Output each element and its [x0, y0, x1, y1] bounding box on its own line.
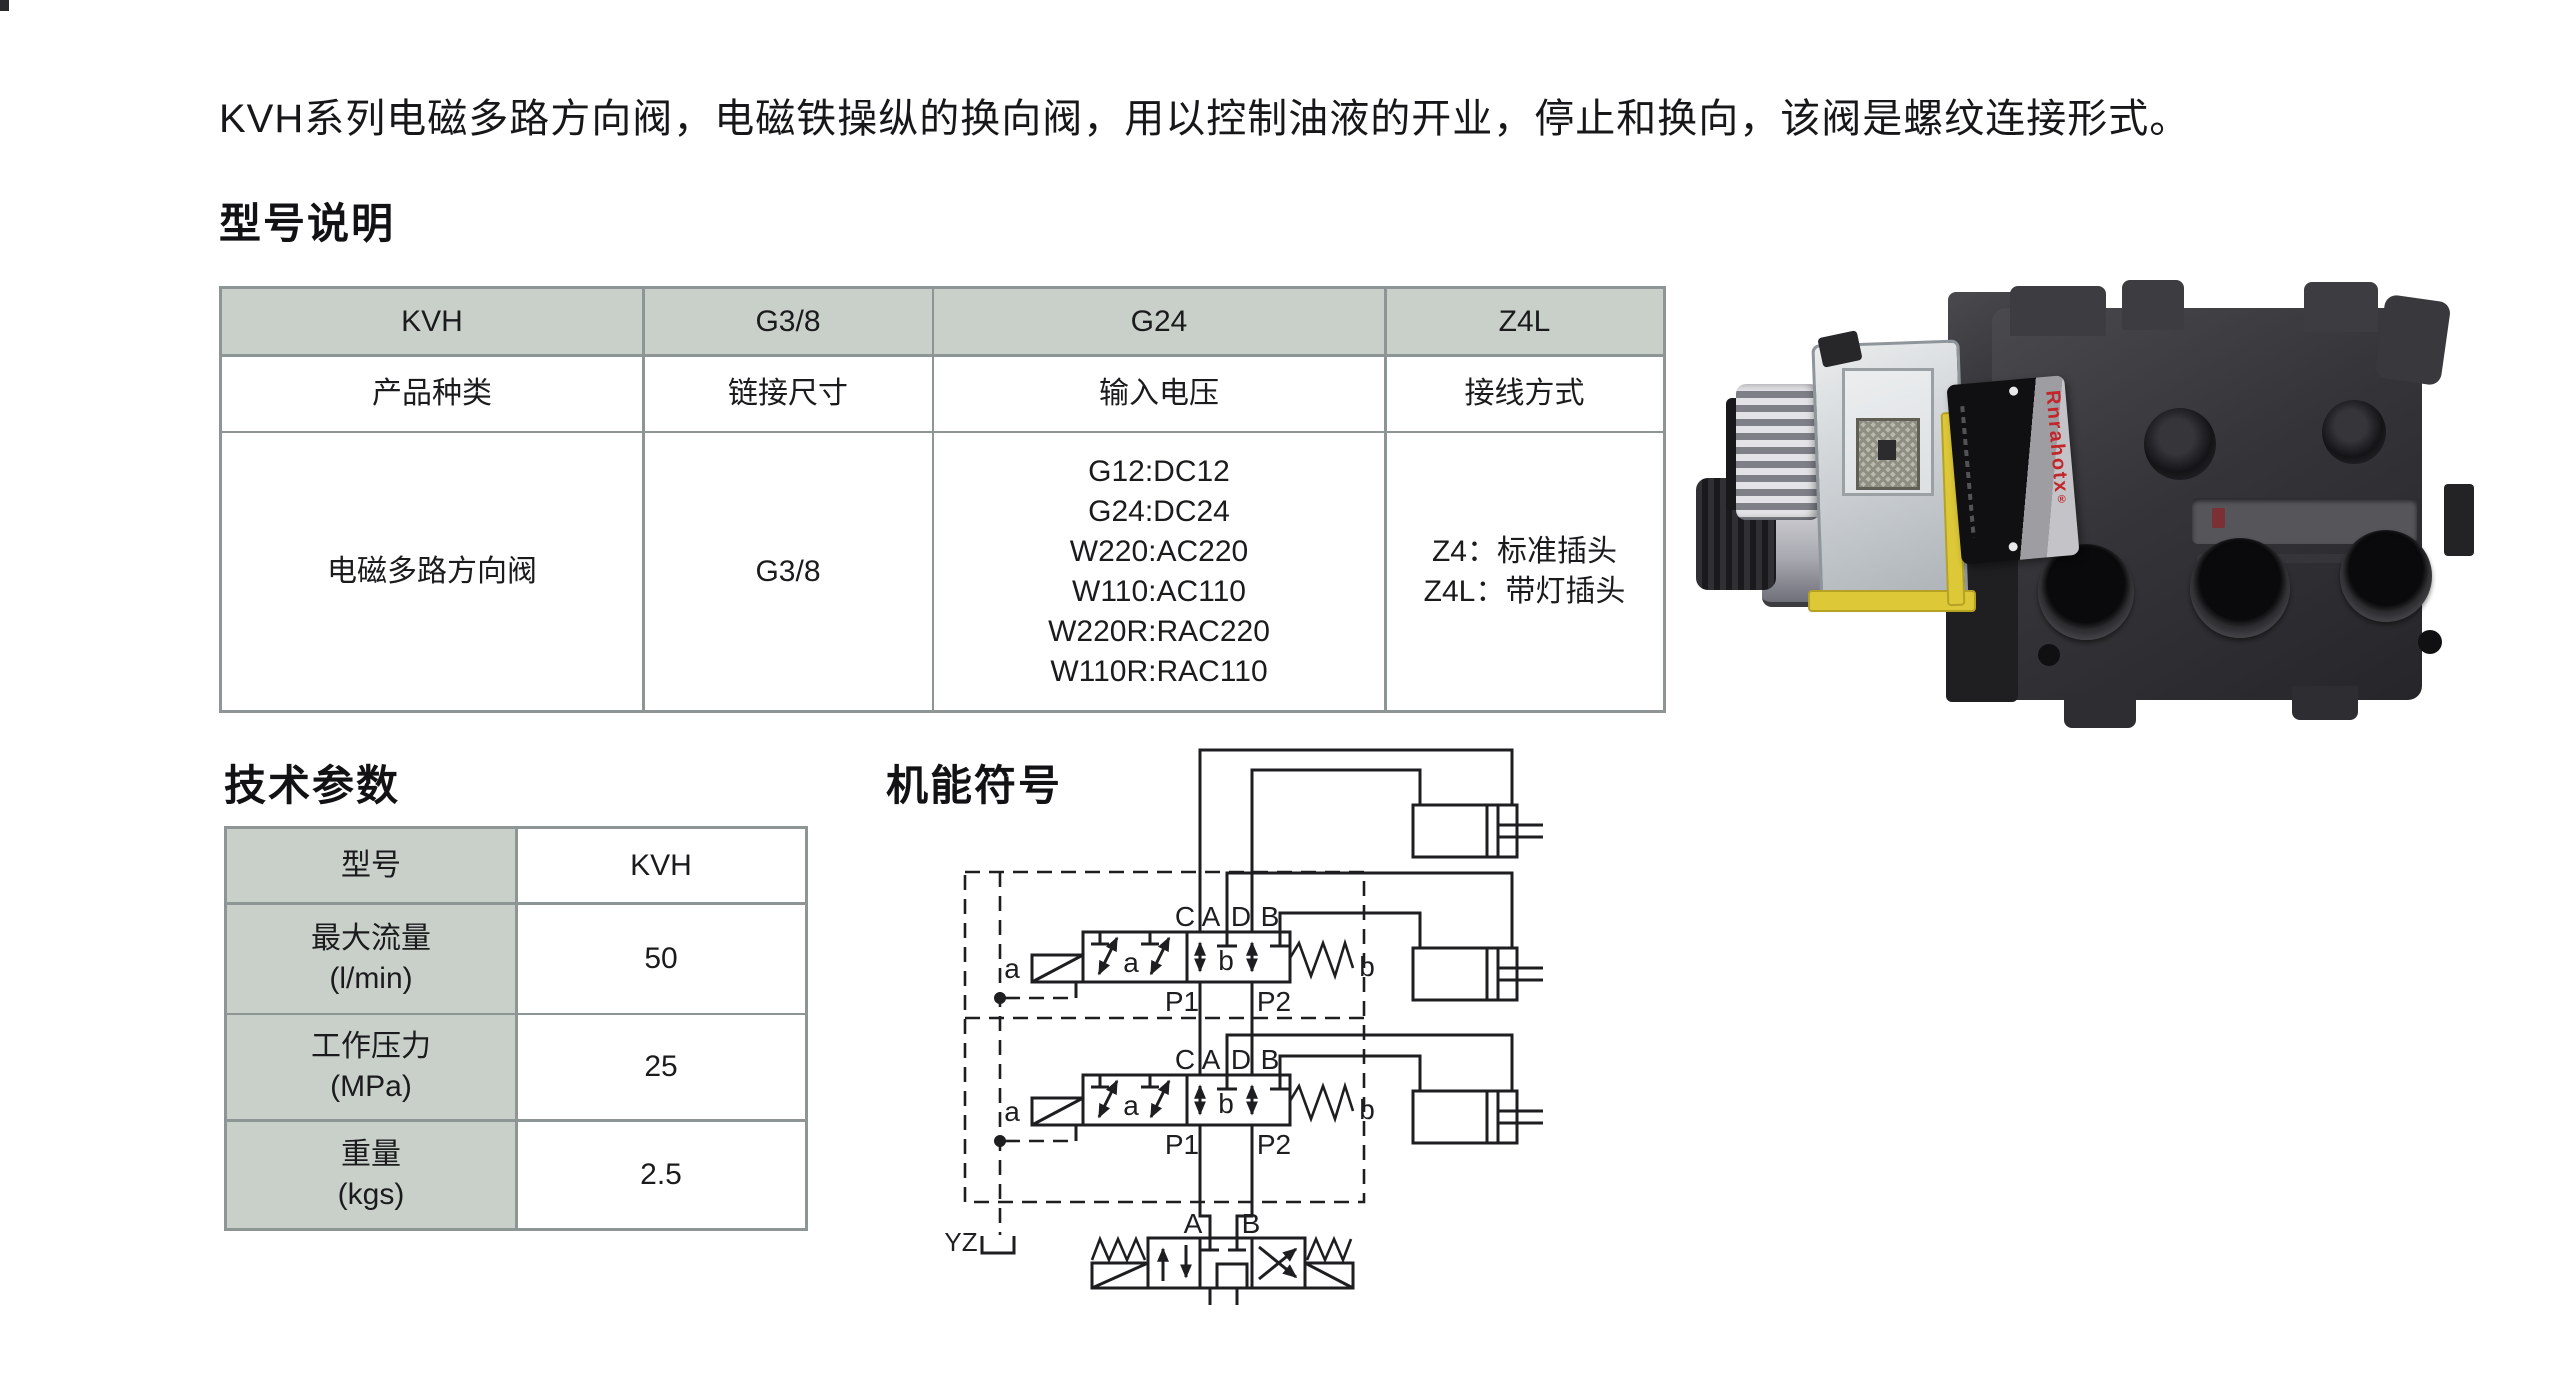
valve1-solenoid-label: a	[1004, 953, 1020, 984]
bottom-valve-a-label: A	[1184, 1208, 1203, 1239]
model-table-value-voltages: G12:DC12 G24:DC24 W220:AC220 W110:AC110 …	[934, 433, 1384, 710]
bottom-valve	[1090, 1235, 1355, 1305]
valve-body-stamp-line	[2197, 554, 2402, 563]
section-title-tech: 技术参数	[224, 762, 401, 809]
valve2-port-c-label: C	[1175, 1044, 1195, 1075]
model-table-code-kvh: KVH	[222, 289, 642, 354]
cylinder-3	[1411, 1089, 1543, 1145]
model-table-meaning-wiring: 接线方式	[1386, 356, 1663, 431]
intro-text: KVH系列电磁多路方向阀，电磁铁操纵的换向阀，用以控制油液的开业，停止和换向，该…	[219, 97, 2191, 141]
model-table-meaning-size: 链接尺寸	[644, 356, 932, 431]
bottom-valve-b-label: B	[1242, 1208, 1261, 1239]
scan-corner-artifact	[0, 0, 9, 11]
cylinder-1	[1411, 803, 1543, 859]
valve2-pos-a-label: a	[1123, 1090, 1139, 1121]
model-table-value-size: G3/8	[644, 433, 932, 710]
line-p2-main	[1235, 768, 1422, 1238]
tech-row-model-value: KVH	[517, 829, 805, 902]
port-hole	[2038, 544, 2134, 640]
valve2-port-b-label: B	[1261, 1044, 1280, 1075]
function-symbol-diagram: C A D B a a b b P1 P2 C A D B a a b b P1…	[944, 748, 1543, 1305]
small-hole	[2418, 630, 2442, 654]
yellow-gasket-bottom	[1808, 590, 1976, 612]
section-title-symbol: 机能符号	[886, 762, 1063, 809]
valve1-port-c-label: C	[1175, 901, 1195, 932]
tech-row-model-label: 型号	[227, 829, 515, 902]
nameplate-reg-mark: ®	[2055, 493, 2069, 509]
nameplate-screw-hole	[2008, 541, 2019, 552]
model-table-meaning-voltage: 输入电压	[934, 356, 1384, 431]
port-hole	[2190, 538, 2290, 638]
valve2-p2-label: P2	[1257, 1129, 1291, 1160]
tech-row-flow-label: 最大流量 (l/min)	[227, 904, 515, 1013]
cylinder-2	[1411, 946, 1543, 1002]
line-valve1-d-to-cyl2	[1225, 871, 1514, 948]
din-connector-terminal	[1878, 440, 1896, 460]
tech-row-weight-value: 2.5	[517, 1121, 805, 1228]
valve2-solenoid-label: a	[1004, 1096, 1020, 1127]
tech-row-pressure-value: 25	[517, 1015, 805, 1119]
model-table-value-type: 电磁多路方向阀	[222, 433, 642, 710]
valve-body-side-boss	[2444, 484, 2474, 556]
valve2-pos-b-label: b	[1218, 1088, 1234, 1119]
valve2-port-d-label: D	[1231, 1044, 1251, 1075]
product-photo: Rnrahotx®	[1692, 272, 2482, 742]
valve-section-1	[1030, 930, 1355, 984]
nameplate-ghost-text	[1960, 406, 1976, 538]
valve-body-bottom-tab	[2064, 694, 2136, 728]
tech-row-flow-value: 50	[517, 904, 805, 1013]
threaded-nut	[1736, 384, 1820, 520]
valve-body-bottom-tab	[2292, 686, 2358, 720]
pilot-dot-1	[994, 992, 1006, 1004]
small-hole	[2038, 644, 2060, 666]
section-title-model: 型号说明	[219, 200, 396, 247]
valve1-port-a-label: A	[1202, 901, 1221, 932]
valve-body-top-tab	[2010, 286, 2106, 336]
line-valve2-b-to-cyl3	[1278, 1054, 1422, 1091]
valve-body-top-slope	[2374, 293, 2452, 387]
bolt-head	[2322, 400, 2386, 464]
line-valve1-b-to-cyl2	[1278, 911, 1422, 948]
bolt-head	[2144, 408, 2216, 480]
valve1-pos-b-label: b	[1218, 945, 1234, 976]
valve2-p1-label: P1	[1165, 1129, 1199, 1160]
line-valve2-d-to-cyl3	[1225, 1033, 1514, 1091]
tech-table: 型号 KVH 最大流量 (l/min) 50 工作压力 (MPa) 25 重量 …	[224, 826, 808, 1231]
valve2-port-a-label: A	[1202, 1044, 1221, 1075]
valve1-p1-label: P1	[1165, 986, 1199, 1017]
valve1-pos-a-label: a	[1123, 947, 1139, 978]
valve1-port-d-label: D	[1231, 901, 1251, 932]
valve2-spring-label: b	[1359, 1094, 1375, 1125]
port-hole	[2340, 530, 2432, 622]
valve-body-stamp-mark	[2212, 508, 2225, 528]
valve-body-top-tab	[2122, 280, 2184, 330]
valve1-spring-label: b	[1359, 951, 1375, 982]
nameplate: Rnrahotx®	[1946, 375, 2080, 565]
valve-section-2	[1030, 1073, 1355, 1127]
valve-body-top-tab	[2304, 282, 2378, 332]
model-table-code-z4l: Z4L	[1386, 289, 1663, 354]
yz-bracket	[980, 1236, 1016, 1255]
model-table-meaning-type: 产品种类	[222, 356, 642, 431]
tech-row-pressure-label: 工作压力 (MPa)	[227, 1015, 515, 1119]
pilot-dot-2	[994, 1135, 1006, 1147]
tech-row-weight-label: 重量 (kgs)	[227, 1121, 515, 1228]
model-table-value-plugs: Z4：标准插头 Z4L：带灯插头	[1386, 433, 1663, 710]
model-table-code-g38: G3/8	[644, 289, 932, 354]
model-table-code-g24: G24	[934, 289, 1384, 354]
valve1-p2-label: P2	[1257, 986, 1291, 1017]
model-table: KVH G3/8 G24 Z4L 产品种类 链接尺寸 输入电压 接线方式 电磁多…	[219, 286, 1666, 713]
manifold-dashed-box	[963, 870, 1366, 1235]
yz-label: YZ	[944, 1227, 977, 1257]
valve1-port-b-label: B	[1261, 901, 1280, 932]
nameplate-screw-hole	[2008, 386, 2019, 397]
